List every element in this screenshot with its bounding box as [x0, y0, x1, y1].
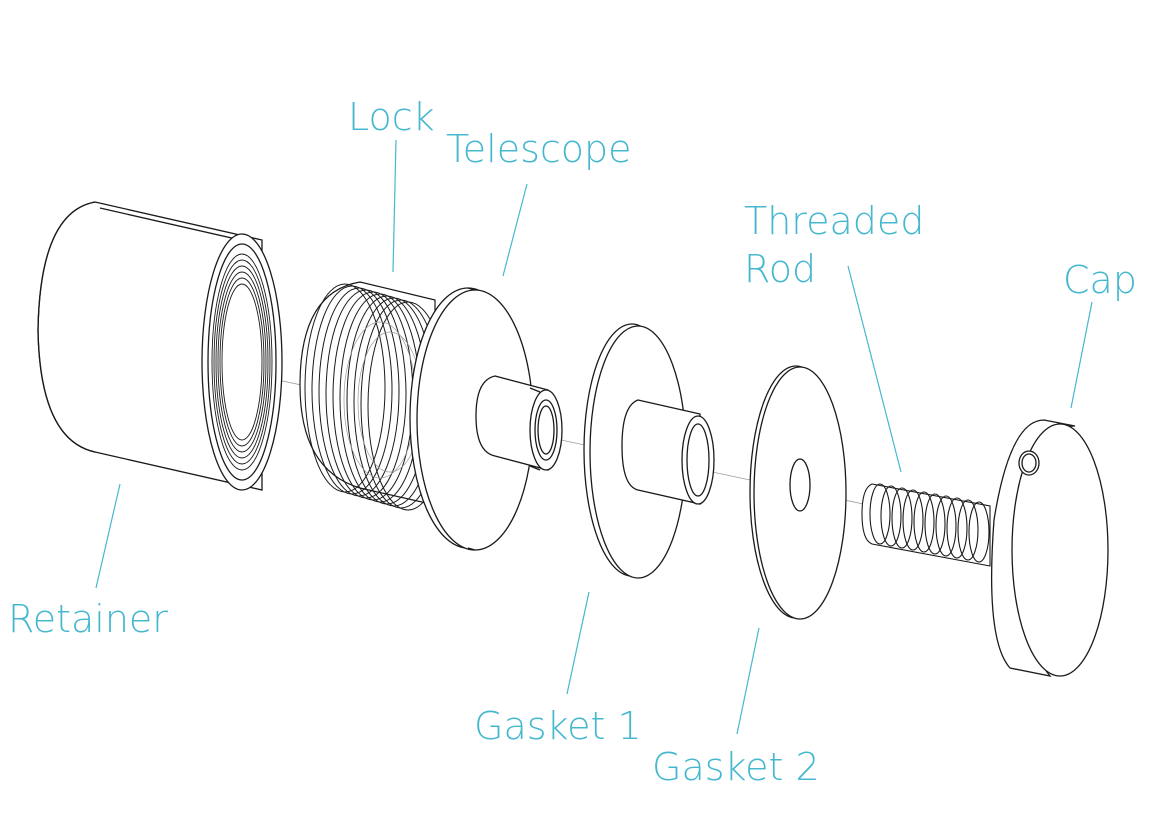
- leader-lock: [393, 140, 396, 272]
- leader-gasket-2: [737, 628, 759, 734]
- gasket-2-part: [750, 366, 846, 619]
- label-lock: Lock: [348, 95, 435, 139]
- leader-lines: [96, 140, 1092, 734]
- label-threaded-rod-line2: Rod: [744, 247, 817, 291]
- label-gasket-1: Gasket 1: [474, 704, 642, 748]
- label-gasket-2: Gasket 2: [652, 745, 820, 789]
- label-cap: Cap: [1063, 258, 1137, 302]
- label-retainer: Retainer: [8, 597, 168, 641]
- gasket-1-part: [584, 324, 714, 578]
- leader-threaded-rod: [848, 266, 901, 472]
- label-threaded-rod: Threaded Rod: [744, 197, 924, 293]
- threaded-rod-part: [862, 484, 990, 566]
- label-telescope: Telescope: [446, 127, 632, 171]
- retainer-part: [38, 202, 282, 490]
- leader-cap: [1071, 302, 1092, 408]
- telescope-part: [410, 288, 562, 550]
- label-threaded-rod-line1: Threaded: [744, 199, 925, 243]
- cap-part: [992, 420, 1108, 676]
- leader-retainer: [96, 484, 120, 588]
- leader-gasket-1: [567, 592, 589, 694]
- leader-telescope: [503, 184, 527, 276]
